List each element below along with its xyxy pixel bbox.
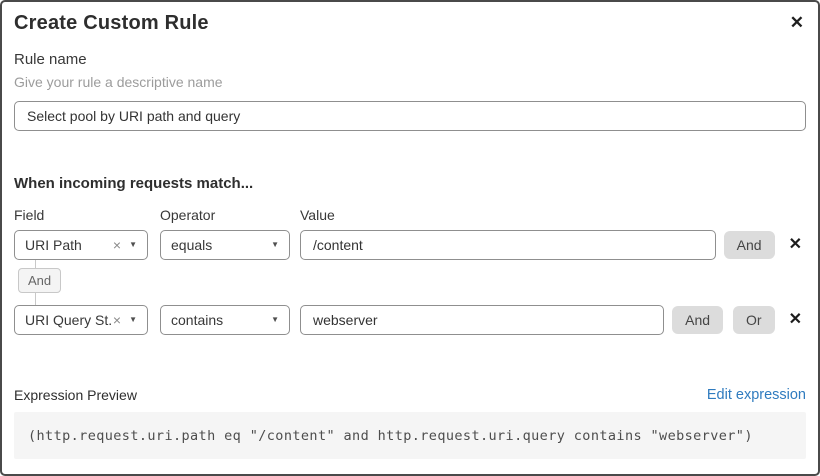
value-input[interactable]	[300, 230, 716, 260]
chevron-down-icon: ▼	[271, 240, 279, 249]
chevron-down-icon: ▼	[129, 315, 137, 324]
field-select[interactable]: URI Path × ▼	[14, 230, 148, 260]
connector-and-badge: And	[18, 268, 62, 293]
value-input[interactable]	[300, 305, 665, 335]
remove-row-icon[interactable]: ✕	[788, 311, 802, 328]
match-column-labels: Field Operator Value	[14, 207, 806, 223]
clear-icon[interactable]: ×	[112, 237, 122, 253]
dialog-title: Create Custom Rule	[14, 12, 209, 34]
edit-expression-link[interactable]: Edit expression	[706, 387, 806, 403]
match-row: URI Path × ▼ equals ▼ And ✕	[14, 230, 806, 260]
match-row: URI Query St... × ▼ contains ▼ And Or ✕	[14, 305, 806, 335]
expression-header: Expression Preview Edit expression	[14, 387, 806, 403]
expression-preview-code: (http.request.uri.path eq "/content" and…	[14, 412, 806, 459]
field-select-value: URI Path	[25, 237, 82, 253]
field-select-value: URI Query St...	[25, 312, 113, 328]
add-or-condition-button[interactable]: Or	[733, 306, 775, 334]
add-and-condition-button[interactable]: And	[723, 231, 775, 259]
expression-preview-label: Expression Preview	[14, 387, 137, 403]
rule-name-helper: Give your rule a descriptive name	[14, 74, 223, 90]
remove-row-icon[interactable]: ✕	[788, 236, 802, 253]
rule-name-label: Rule name	[14, 51, 87, 68]
clear-icon[interactable]: ×	[112, 312, 122, 328]
close-icon[interactable]: ✕	[789, 13, 804, 32]
match-section-heading: When incoming requests match...	[14, 175, 254, 192]
operator-column-label: Operator	[160, 207, 216, 223]
value-column-label: Value	[300, 207, 335, 223]
add-and-condition-button[interactable]: And	[672, 306, 724, 334]
rule-name-section: Rule name Give your rule a descriptive n…	[14, 51, 806, 131]
operator-select[interactable]: contains ▼	[160, 305, 290, 335]
dialog-header: Create Custom Rule ✕	[14, 12, 806, 35]
operator-select-value: equals	[171, 237, 213, 253]
field-column-label: Field	[14, 207, 45, 223]
operator-select[interactable]: equals ▼	[160, 230, 290, 260]
field-select[interactable]: URI Query St... × ▼	[14, 305, 148, 335]
chevron-down-icon: ▼	[271, 315, 279, 324]
condition-connector: And	[14, 260, 94, 305]
rule-name-input[interactable]	[14, 101, 806, 131]
chevron-down-icon: ▼	[129, 240, 137, 249]
operator-select-value: contains	[171, 312, 224, 328]
